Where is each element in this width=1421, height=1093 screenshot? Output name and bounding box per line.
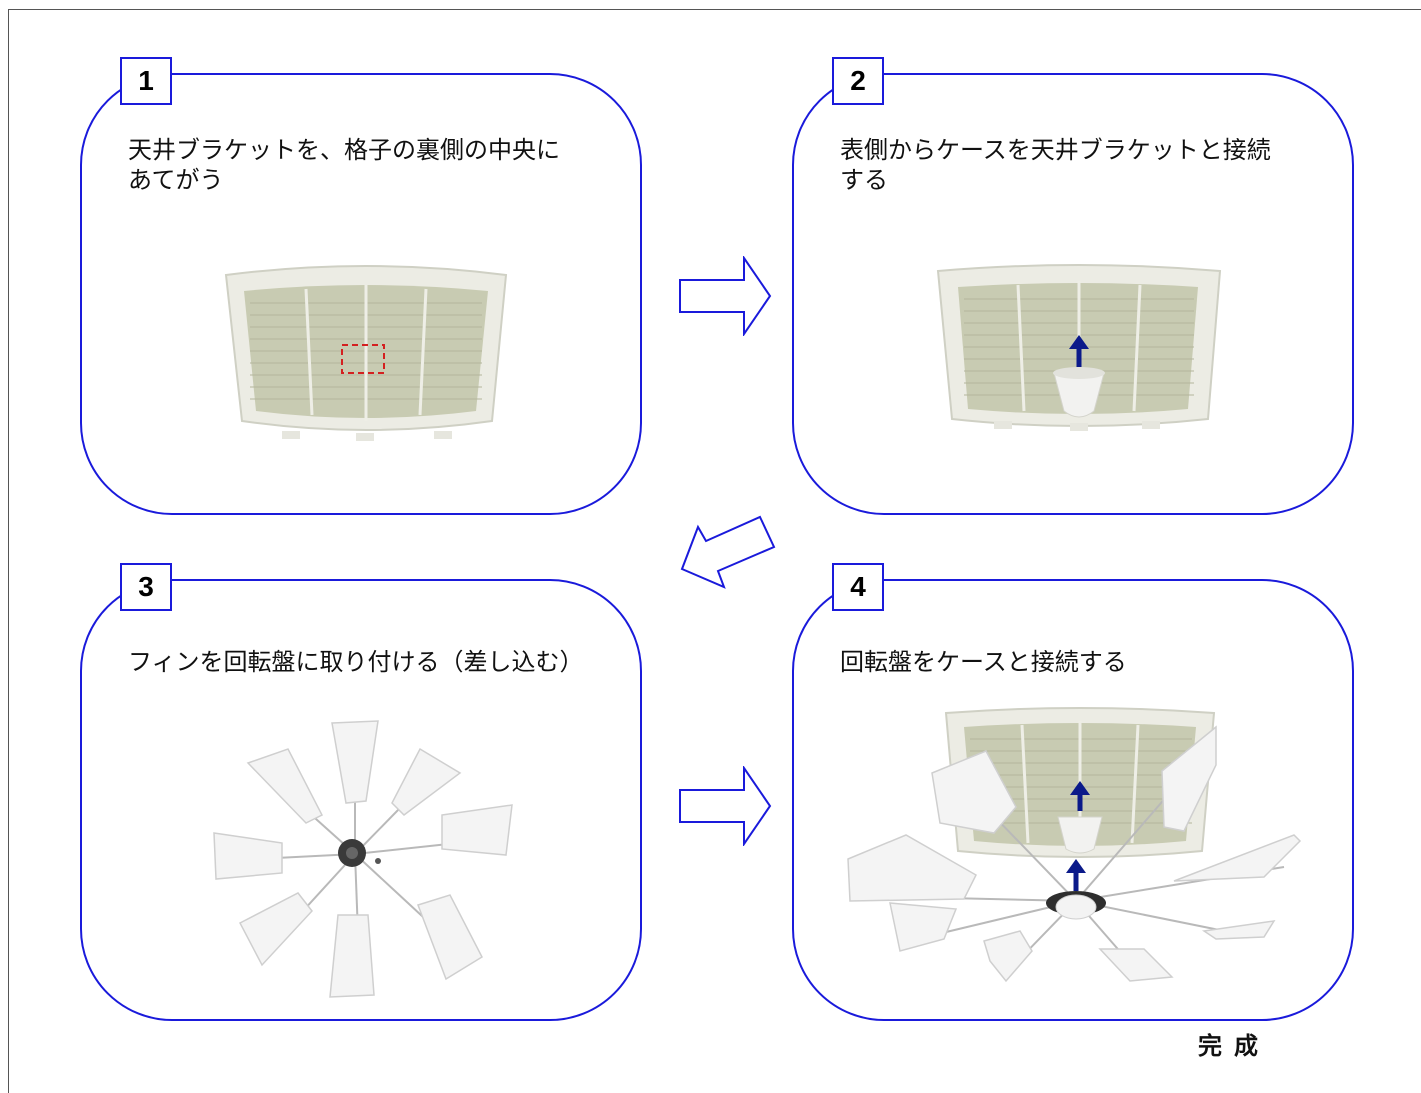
down-left-arrow-icon xyxy=(680,515,776,589)
step-panel-4: 4 回転盤をケースと接続する xyxy=(792,563,1354,1021)
right-arrow-icon xyxy=(679,256,772,336)
page-border-left xyxy=(8,9,9,1093)
assembled-fan-image xyxy=(847,707,1302,983)
step-number-3: 3 xyxy=(120,563,172,611)
step-panel-3: 3 フィンを回転盤に取り付ける（差し込む） xyxy=(80,563,642,1021)
up-arrow-icon xyxy=(1066,859,1086,891)
step-number-4: 4 xyxy=(832,563,884,611)
right-arrow-icon xyxy=(679,766,772,846)
complete-label: 完成 xyxy=(1198,1032,1270,1060)
step-text-1: 天井ブラケットを、格子の裏側の中央に あてがう xyxy=(128,136,560,194)
page-border-top xyxy=(8,9,1421,10)
up-arrow-icon xyxy=(1070,781,1090,811)
step-text-3: フィンを回転盤に取り付ける（差し込む） xyxy=(128,648,584,676)
ceiling-grille-back-image xyxy=(224,265,508,441)
up-arrow-icon xyxy=(1069,335,1089,367)
marker-box xyxy=(341,344,385,374)
step-text-4: 回転盤をケースと接続する xyxy=(840,648,1127,676)
step-panel-1: 1 天井ブラケットを、格子の裏側の中央に あてがう xyxy=(80,57,642,515)
fan-fins-image xyxy=(213,720,513,998)
grille-case-image xyxy=(936,264,1222,431)
step-text-2: 表側からケースを天井ブラケットと接続 する xyxy=(840,136,1271,194)
step-number-2: 2 xyxy=(832,57,884,105)
step-panel-2: 2 表側からケースを天井ブラケットと接続 する xyxy=(792,57,1354,515)
step-number-1: 1 xyxy=(120,57,172,105)
